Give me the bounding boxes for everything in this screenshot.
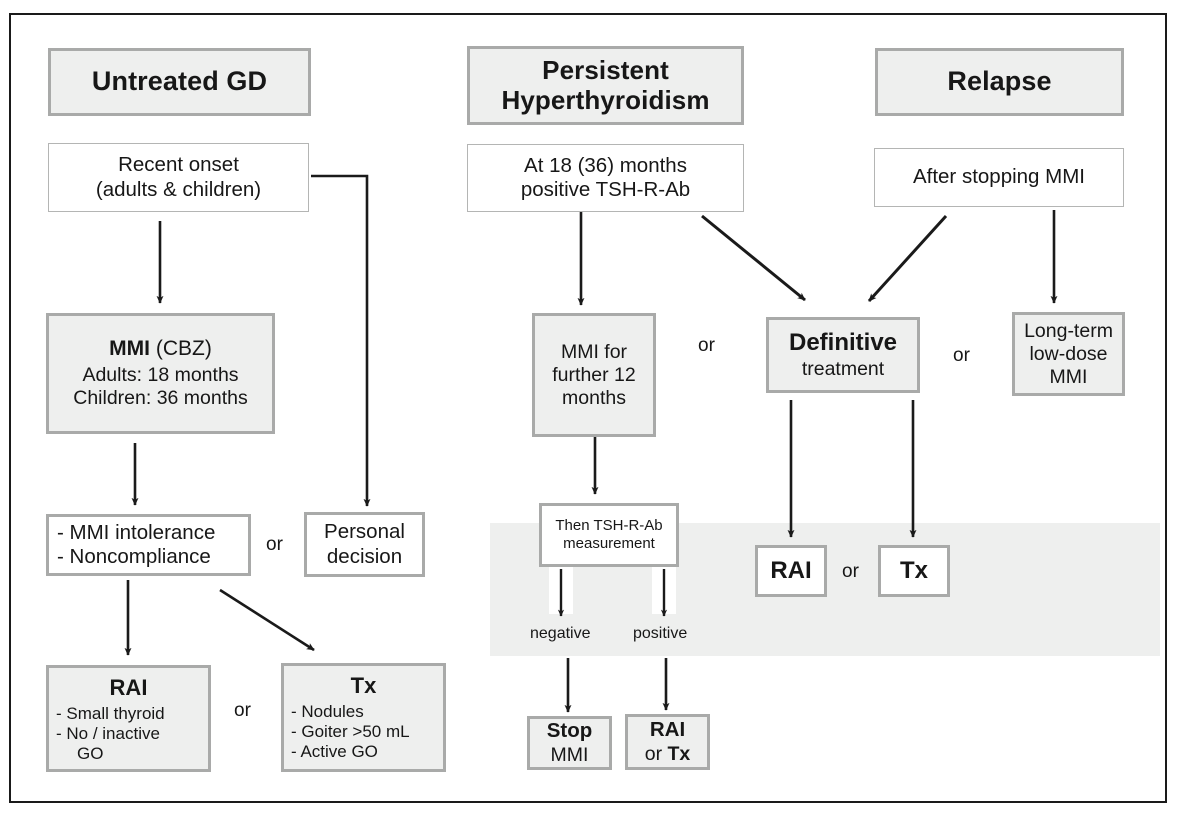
node-personal-decision: Personal decision <box>304 512 425 577</box>
raitx-line2: or Tx <box>628 743 707 766</box>
mmi12-line2: further 12 <box>552 363 636 386</box>
intolerance-line1: - MMI intolerance <box>57 520 216 544</box>
header-persistent-hyperthyroidism: Persistent Hyperthyroidism <box>467 46 744 125</box>
measure-line1: Then TSH-R-Ab <box>555 517 663 535</box>
longterm-line2: low-dose <box>1029 342 1108 365</box>
tx-left-bullet-3: - Active GO <box>291 742 378 762</box>
persistent-header-line1: Persistent <box>542 54 669 85</box>
node-tx-left: Tx - Nodules - Goiter >50 mL - Active GO <box>281 663 446 772</box>
or-label-intolerance-personal: or <box>266 534 283 555</box>
stop-mmi-line2: MMI <box>550 743 589 766</box>
branch-label-negative: negative <box>530 625 591 642</box>
at-months-line1: At 18 (36) months <box>524 153 687 177</box>
node-longterm-lowdose-mmi: Long-term low-dose MMI <box>1012 312 1125 396</box>
or-label-rai-tx-right: or <box>842 561 859 582</box>
node-stop-mmi: Stop MMI <box>527 716 612 770</box>
header-relapse-label: Relapse <box>947 66 1052 97</box>
node-mmi-cbz: MMI (CBZ) Adults: 18 months Children: 36… <box>46 313 275 434</box>
recent-onset-line2: (adults & children) <box>95 177 262 201</box>
branch-label-positive: positive <box>633 625 688 642</box>
mmi-title-bold: MMI <box>109 336 150 360</box>
rai-left-bullet-2: - No / inactive <box>56 724 160 743</box>
tx-left-bullet-2: - Goiter >50 mL <box>291 722 410 741</box>
longterm-line1: Long-term <box>1024 319 1113 342</box>
or-label-mmi12-definitive: or <box>698 335 715 356</box>
definitive-title: Definitive <box>788 329 898 357</box>
mmi-children-value: 36 months <box>156 387 248 410</box>
definitive-sub: treatment <box>801 357 885 380</box>
mmi12-line1: MMI for <box>560 340 628 363</box>
outer-frame <box>9 13 1167 803</box>
intolerance-line2: - Noncompliance <box>57 545 211 568</box>
mmi-adults-value: 18 months <box>147 364 239 387</box>
mmi12-line3: months <box>562 386 626 409</box>
rai-left-title: RAI <box>109 675 148 700</box>
or-label-definitive-longterm: or <box>953 345 970 366</box>
measure-line2: measurement <box>563 535 655 552</box>
recent-onset-line1: Recent onset <box>118 153 239 177</box>
persistent-header-line2: Hyperthyroidism <box>501 84 710 115</box>
mmi-children-row: Children: 36 months <box>49 387 272 410</box>
node-rai-left: RAI - Small thyroid - No / inactive GO <box>46 665 211 772</box>
node-mmi-intolerance: - MMI intolerance - Noncompliance <box>46 514 251 576</box>
at-months-line2: positive TSH-R-Ab <box>520 178 691 201</box>
node-rai-right: RAI <box>755 545 827 597</box>
node-then-tshrab-measurement: Then TSH-R-Ab measurement <box>539 503 679 567</box>
after-stopping-label: After stopping MMI <box>912 165 1086 189</box>
stop-mmi-line1: Stop <box>546 719 593 743</box>
tx-left-bullet-1: - Nodules <box>291 701 364 721</box>
node-recent-onset: Recent onset (adults & children) <box>48 143 309 212</box>
rai-right-label: RAI <box>770 556 812 584</box>
raitx-line2-bold: Tx <box>667 742 691 765</box>
node-definitive-treatment: Definitive treatment <box>766 317 920 393</box>
raitx-line1: RAI <box>649 718 686 742</box>
rai-left-bullet-3: GO <box>77 744 104 764</box>
mmi-title-rest: (CBZ) <box>150 336 212 360</box>
node-mmi-further-12-months: MMI for further 12 months <box>532 313 656 437</box>
node-tx-right: Tx <box>878 545 950 597</box>
personal-line1: Personal <box>324 520 405 544</box>
header-relapse: Relapse <box>875 48 1124 116</box>
node-at-18-36-months: At 18 (36) months positive TSH-R-Ab <box>467 144 744 212</box>
longterm-line3: MMI <box>1049 365 1088 388</box>
or-label-rai-tx-left: or <box>234 700 251 721</box>
mmi-title-row: MMI (CBZ) <box>49 337 272 362</box>
header-untreated-gd: Untreated GD <box>48 48 311 116</box>
tx-left-title: Tx <box>350 673 377 698</box>
header-untreated-gd-label: Untreated GD <box>91 66 268 97</box>
rai-left-bullet-1: - Small thyroid <box>56 703 165 723</box>
mmi-children-key: Children: <box>73 387 152 410</box>
tx-right-label: Tx <box>899 556 928 584</box>
raitx-line2-pre: or <box>644 742 668 765</box>
personal-line2: decision <box>326 544 403 568</box>
mmi-adults-row: Adults: 18 months <box>49 364 272 387</box>
node-rai-or-tx-middle: RAI or Tx <box>625 714 710 770</box>
mmi-adults-key: Adults: <box>82 364 143 387</box>
node-after-stopping-mmi: After stopping MMI <box>874 148 1124 207</box>
